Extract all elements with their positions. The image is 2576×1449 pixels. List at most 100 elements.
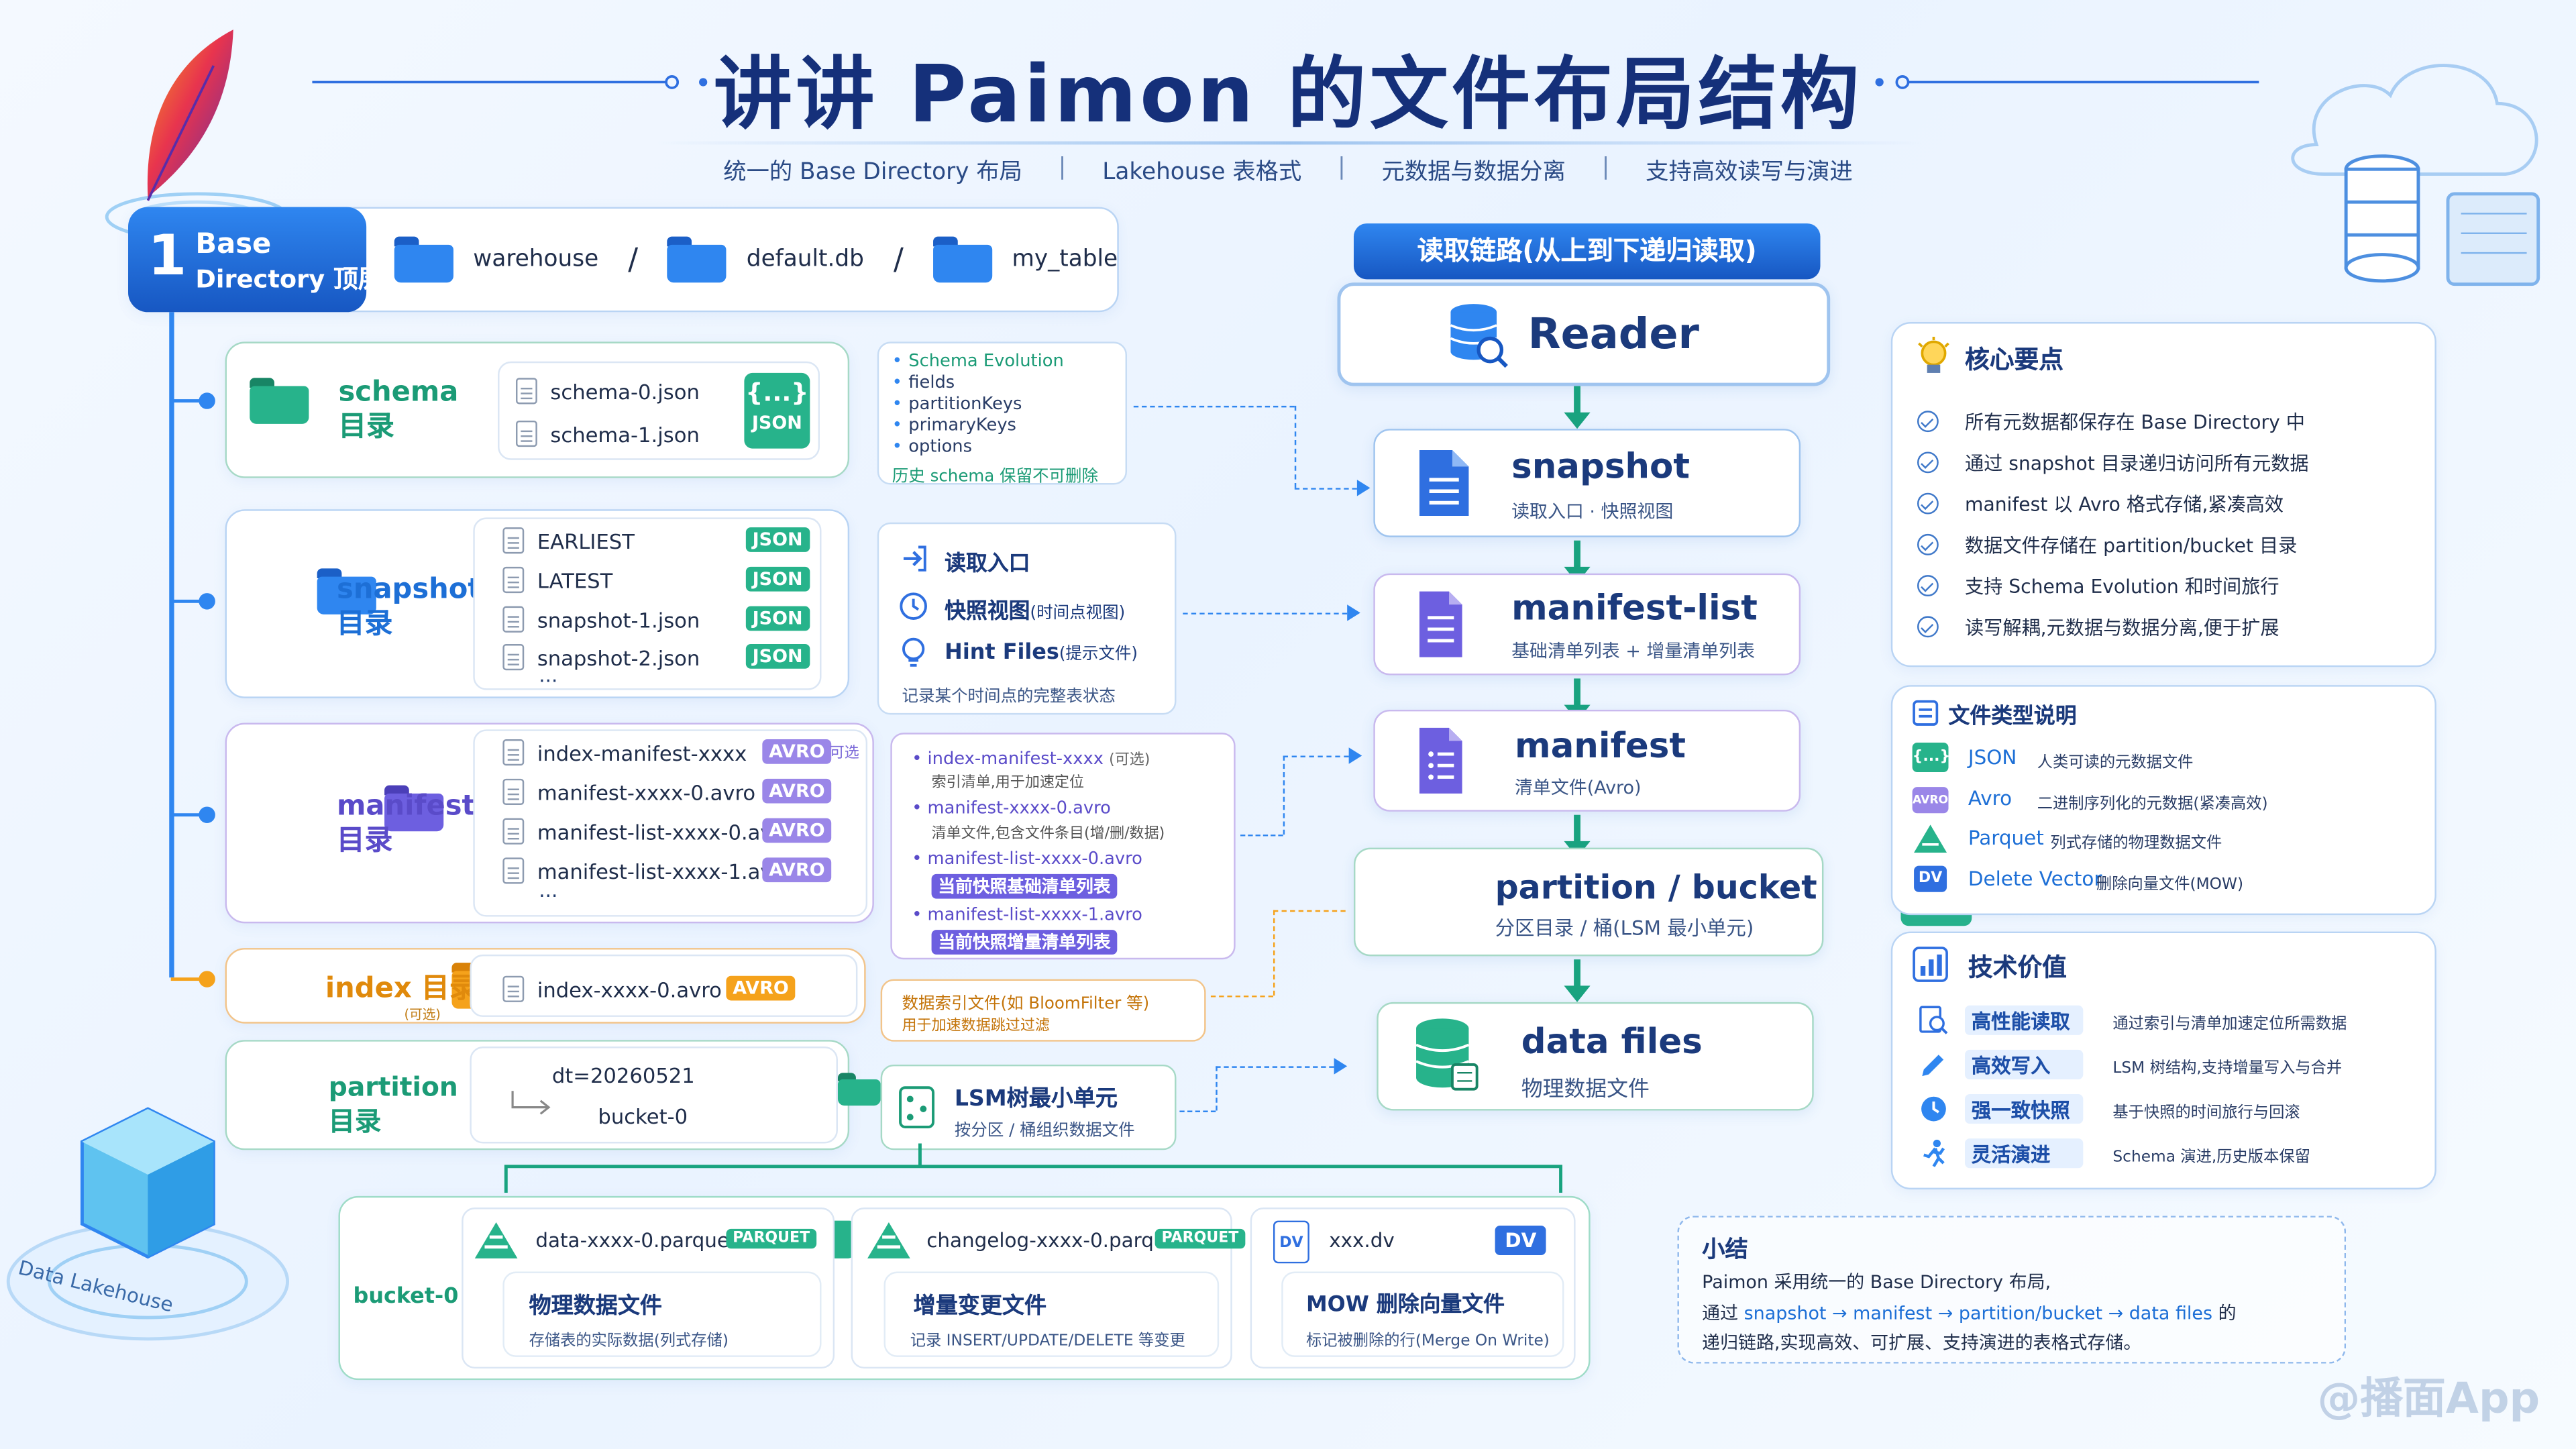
path-slash: /	[893, 242, 904, 277]
database-icon	[1415, 1018, 1479, 1091]
reader-node[interactable]	[1337, 282, 1831, 386]
json-badge: JSON	[745, 606, 810, 631]
bucket-item-desc: 记录 INSERT/UPDATE/DELETE 等变更	[910, 1332, 1185, 1351]
chain-node-partition-bucket[interactable]	[1353, 847, 1824, 957]
file-type-desc: 二进制序列化的元数据(紧凑高效)	[2037, 795, 2268, 814]
tree-node	[199, 392, 215, 409]
chain-node-title: data files	[1521, 1022, 1703, 1062]
file-icon	[515, 378, 537, 405]
tree-connector	[511, 1091, 551, 1115]
dashed-connector	[1273, 910, 1275, 996]
tree-node	[199, 593, 215, 610]
partition-dt[interactable]: dt=20260521	[551, 1063, 695, 1088]
file-item[interactable]: manifest-xxxx-0.avro	[502, 778, 755, 806]
file-item[interactable]: schema-1.json	[515, 420, 700, 447]
parquet-badge: PARQUET	[726, 1228, 816, 1249]
file-icon	[502, 818, 525, 845]
check-icon	[1917, 575, 1939, 596]
tech-value-desc: 通过索引与清单加速定位所需数据	[2112, 1015, 2347, 1034]
manifest-note: • index-manifest-xxxx (可选) 索引清单,用于加速定位 •…	[890, 733, 1236, 960]
list-icon	[1913, 700, 1939, 726]
database-search-icon	[1450, 304, 1508, 368]
file-item[interactable]: schema-0.json	[515, 378, 700, 405]
check-icon	[1917, 492, 1939, 515]
chain-node-sub: 读取入口 · 快照视图	[1511, 500, 1674, 523]
bucket-desc-box	[883, 1271, 1220, 1357]
dv-icon: DV	[1914, 865, 1947, 892]
path-my-table[interactable]: my_table	[1012, 246, 1118, 273]
bucket-item-title: MOW 删除向量文件	[1305, 1293, 1505, 1318]
bucket-item-title: 物理数据文件	[529, 1293, 662, 1320]
clock-icon	[1921, 1096, 1946, 1122]
more-indicator: ...	[539, 879, 558, 902]
file-item[interactable]: LATEST	[502, 566, 612, 594]
summary-title: 小结	[1702, 1237, 1748, 1264]
file-icon	[502, 739, 525, 766]
file-item[interactable]: index-manifest-xxxx	[502, 739, 747, 766]
dashed-connector	[1273, 910, 1346, 912]
file-item[interactable]: snapshot-2.json	[502, 644, 700, 671]
index-optional: (可选)	[404, 1007, 441, 1022]
subtitle-4: 支持高效读写与演进	[1646, 159, 1853, 186]
bucket-file-name[interactable]: xxx.dv	[1329, 1228, 1395, 1252]
arrow-right-icon	[1356, 480, 1371, 496]
chain-node-title: manifest	[1514, 726, 1686, 766]
folder-icon	[317, 568, 377, 614]
bucket-desc-box	[502, 1271, 822, 1357]
file-icon	[502, 527, 525, 554]
tech-value-chip	[1965, 1094, 2084, 1124]
path-warehouse[interactable]: warehouse	[473, 246, 599, 273]
path-default-db[interactable]: default.db	[746, 246, 864, 273]
partition-bucket[interactable]: bucket-0	[598, 1104, 688, 1129]
tech-value-name: 强一致快照	[1971, 1099, 2070, 1122]
chain-node-title: partition / bucket	[1495, 867, 1817, 907]
file-type-desc: 列式存储的物理数据文件	[2050, 835, 2222, 853]
page-title: 讲讲 Paimon 的文件布局结构	[713, 49, 1863, 142]
base-label-1: Base	[195, 228, 272, 262]
tree-branch	[170, 399, 207, 403]
parquet-icon	[474, 1222, 518, 1258]
dashed-connector	[1283, 755, 1285, 835]
file-types-panel	[1890, 685, 2436, 916]
lightbulb-icon	[1918, 337, 1949, 373]
subtitle-bar: 统一的 Base Directory 布局 | Lakehouse 表格式 | …	[0, 154, 2576, 187]
tech-value-chip	[1965, 1138, 2084, 1169]
subtitle-separator: |	[1338, 154, 1346, 181]
chain-node-sub: 分区目录 / 桶(LSM 最小单元)	[1495, 916, 1754, 940]
tech-value-desc: Schema 演进,历史版本保留	[2112, 1148, 2310, 1167]
dashed-connector	[1216, 1066, 1218, 1111]
avro-badge: AVRO	[762, 739, 832, 764]
file-icon	[502, 778, 525, 806]
bucket-file-name[interactable]: data-xxxx-0.parquet	[535, 1228, 737, 1252]
file-item[interactable]: EARLIEST	[502, 527, 635, 554]
file-types-title: 文件类型说明	[1948, 704, 2077, 730]
subtitle-separator: |	[1058, 154, 1067, 181]
file-item[interactable]: manifest-list-xxxx-0.avro	[502, 818, 793, 845]
schema-note: Schema Evolution fields partitionKeys pr…	[877, 341, 1128, 486]
file-item[interactable]: index-xxxx-0.avro	[502, 975, 722, 1002]
bucket-desc-box	[1281, 1271, 1564, 1357]
file-icon	[502, 606, 525, 633]
check-icon	[1917, 616, 1939, 638]
bucket-file-name[interactable]: changelog-xxxx-0.parquet	[926, 1228, 1187, 1252]
file-item[interactable]: manifest-list-xxxx-1.avro	[502, 857, 793, 884]
check-icon	[1917, 533, 1939, 555]
lsm-tree-icon	[899, 1086, 934, 1128]
down-arrow	[1564, 386, 1591, 429]
dashed-connector	[1294, 488, 1357, 490]
title-left-ornament	[312, 75, 708, 89]
arrow-right-icon	[1334, 1058, 1348, 1075]
summary-line-3: 递归链路,实现高效、可扩展、支持演进的表格式存储。	[1702, 1332, 2142, 1354]
base-label-2: Directory 顶层	[195, 264, 383, 294]
avro-badge: AVRO	[762, 857, 832, 883]
file-item[interactable]: snapshot-1.json	[502, 606, 700, 633]
tree-branch	[170, 813, 207, 817]
tree-branch	[170, 977, 207, 981]
subtitle-divider	[657, 141, 1923, 144]
parquet-icon	[867, 1222, 910, 1258]
json-badge: JSON	[745, 644, 810, 669]
tech-value-chip	[1965, 1005, 2084, 1035]
